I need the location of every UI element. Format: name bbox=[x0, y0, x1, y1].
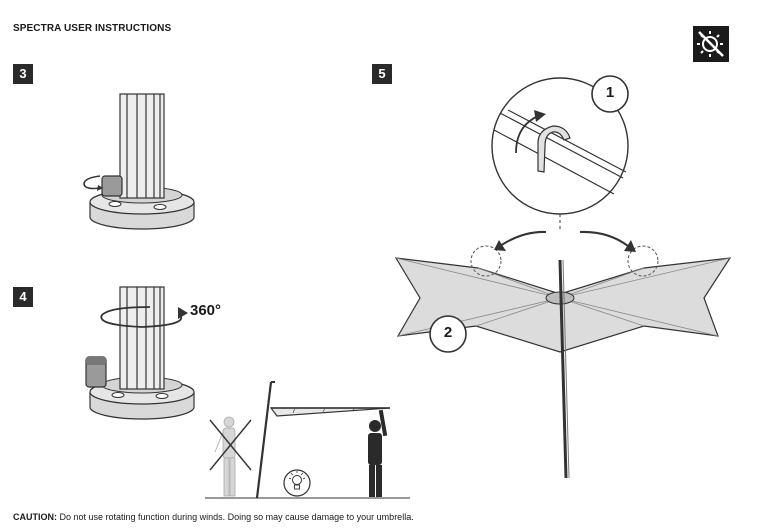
caution-label: CAUTION: bbox=[13, 512, 57, 522]
lightbulb-icon bbox=[288, 471, 306, 490]
caution-text: Do not use rotating function during wind… bbox=[57, 512, 414, 522]
step-4-pole-rotation-illustration bbox=[85, 286, 195, 420]
step-5-canopy-illustration bbox=[394, 75, 732, 479]
callout-2-label: 2 bbox=[443, 324, 453, 341]
caution-note: CAUTION: Do not use rotating function du… bbox=[13, 512, 414, 522]
document-title: SPECTRA USER INSTRUCTIONS bbox=[13, 23, 172, 34]
step-3-pole-base-illustration bbox=[83, 93, 195, 230]
step-3-badge: 3 bbox=[13, 64, 33, 84]
rotation-degrees-label: 360° bbox=[190, 302, 222, 319]
cantilever-umbrella-people-illustration bbox=[205, 381, 410, 499]
sun-off-icon bbox=[693, 26, 729, 62]
callout-1-label: 1 bbox=[605, 84, 615, 101]
step-4-badge: 4 bbox=[13, 287, 33, 307]
step-5-badge: 5 bbox=[372, 64, 392, 84]
